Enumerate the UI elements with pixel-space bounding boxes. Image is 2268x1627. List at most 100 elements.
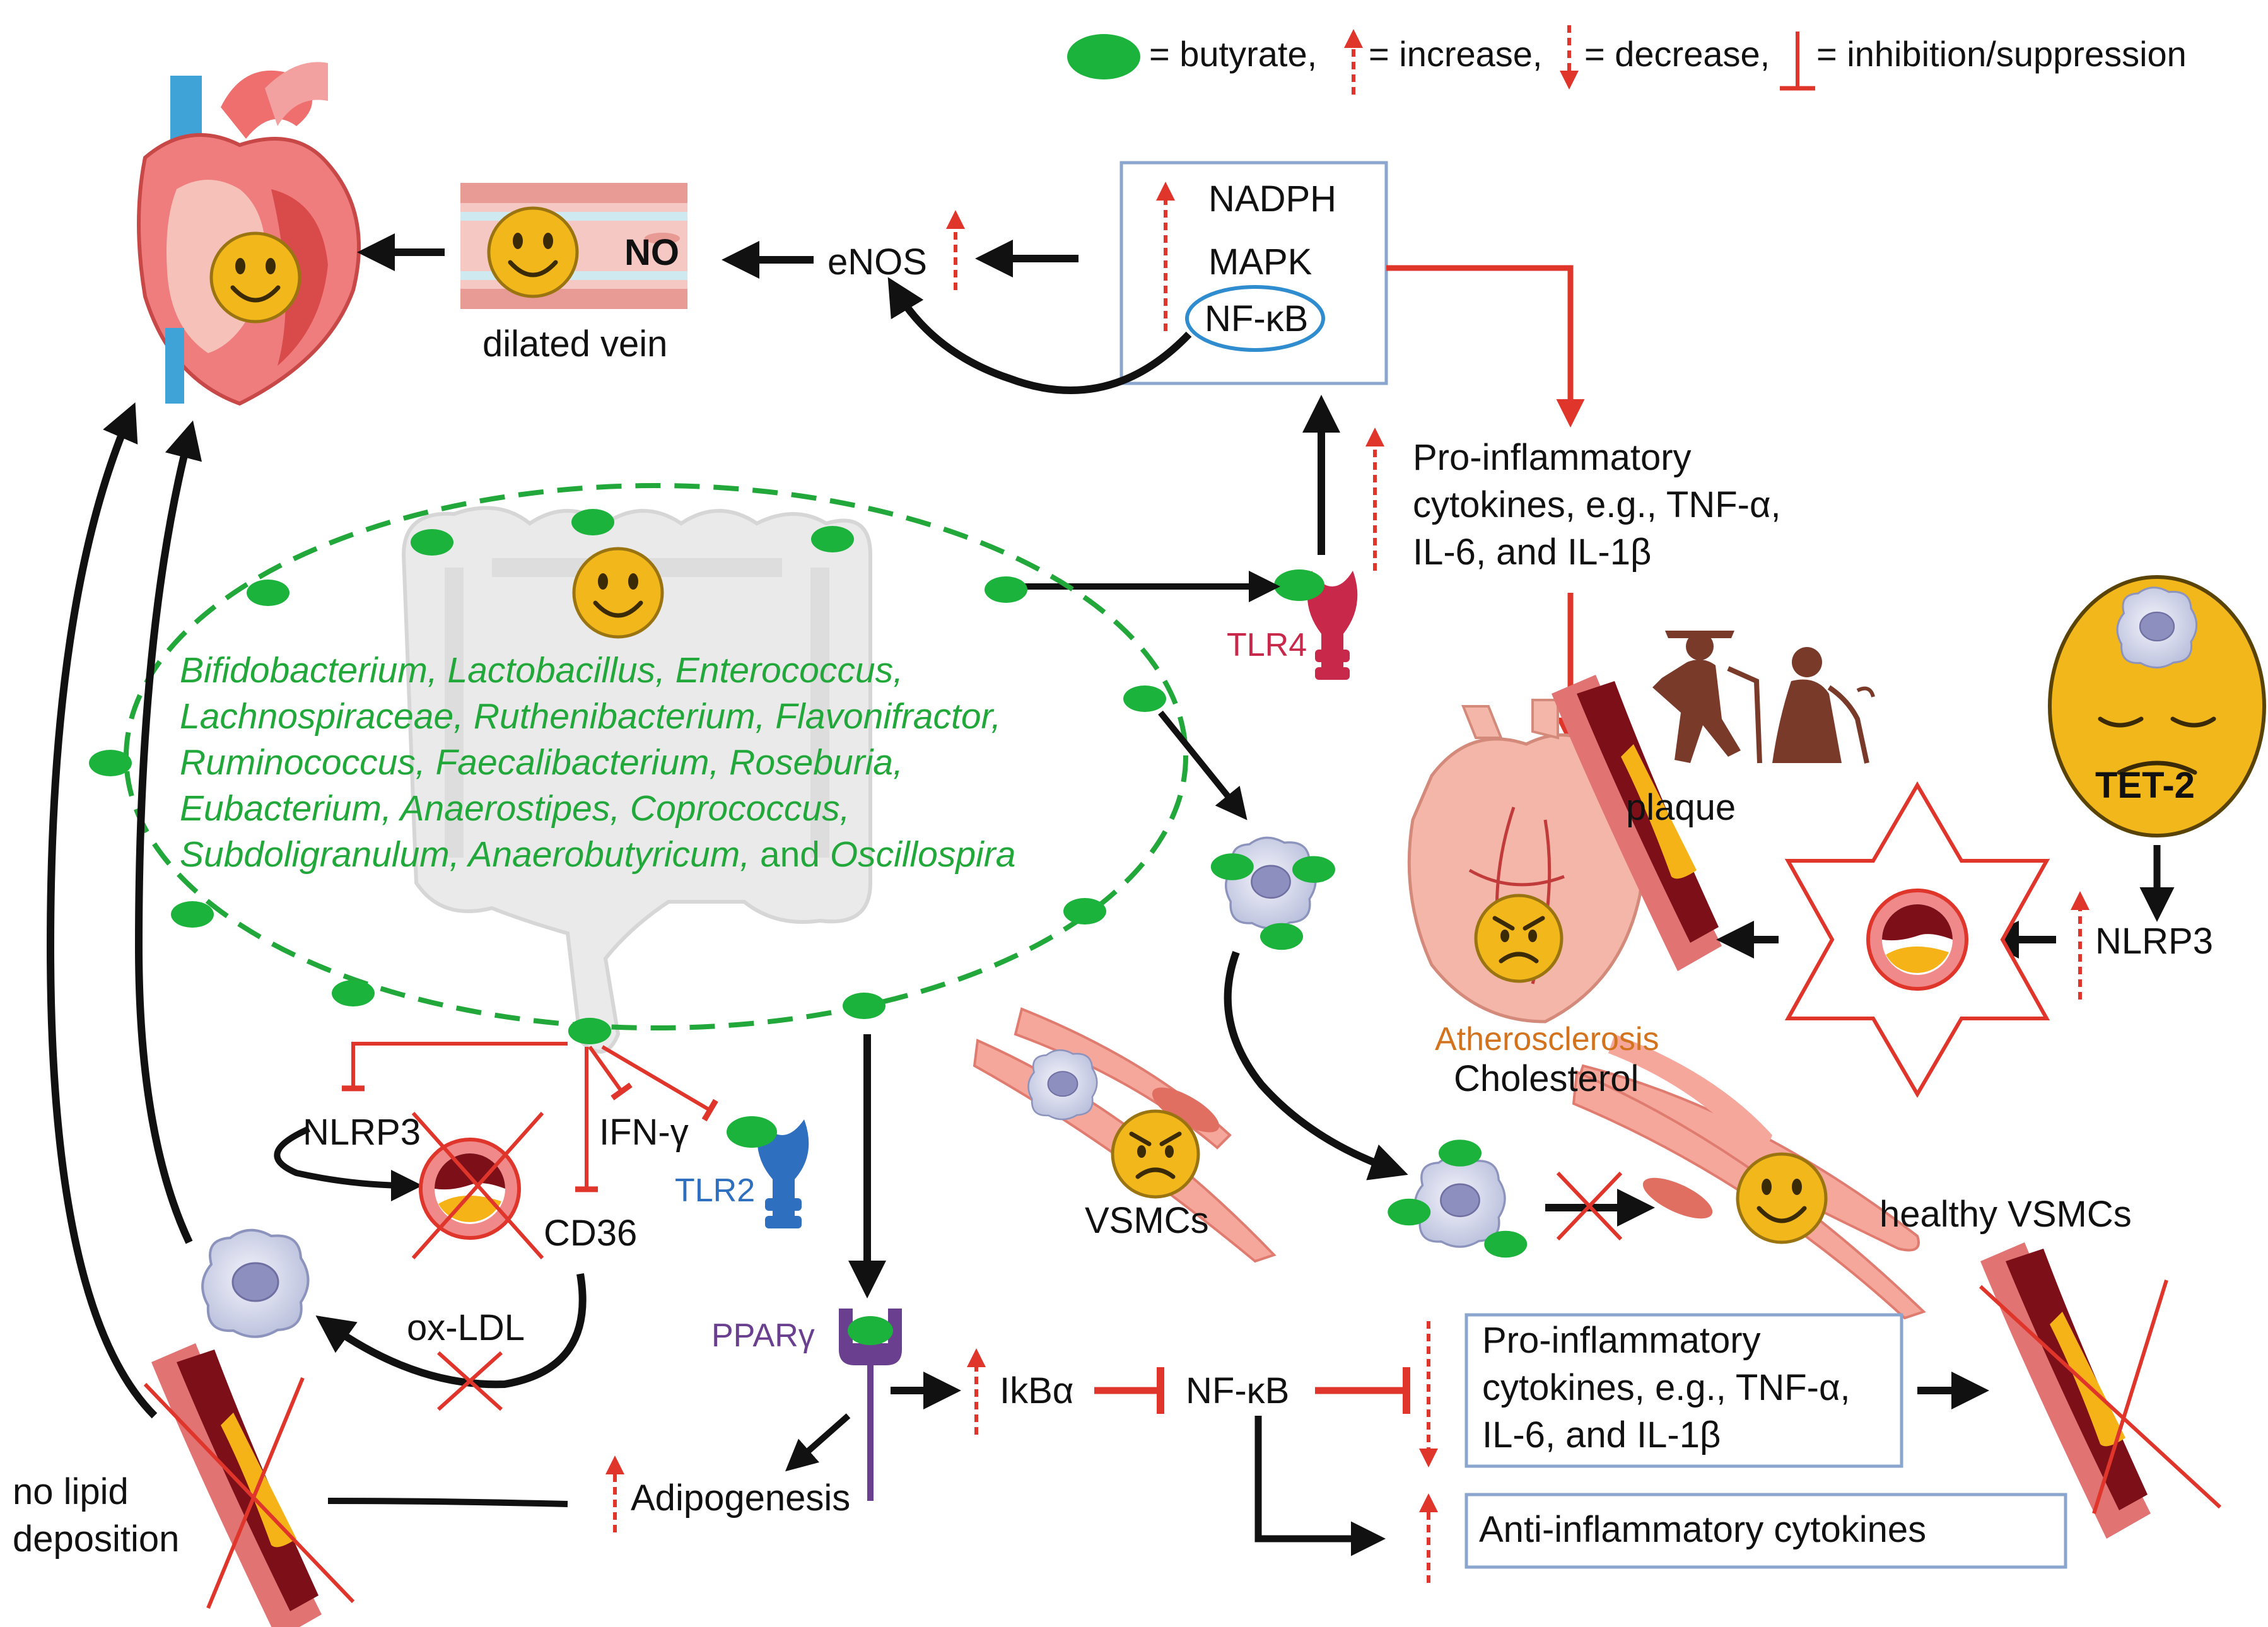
ikba-inhibits-nfkb [1094,1367,1164,1414]
pro-inflammatory-bottom-line1: Pro-inflammatory [1482,1320,1761,1361]
butyrate-dot [1123,685,1166,712]
anti-inflammatory-box [1464,1493,2067,1569]
nfkb-oval [1185,285,1325,352]
arrow-nfkb-to-enos [887,277,1192,394]
nitric-oxide-label: NO [624,232,679,273]
gut-smiley-face [574,549,662,637]
legend-increase-text: = increase, [1369,34,1543,74]
anti-inflammatory-label: Anti-inflammatory cytokines [1479,1509,1926,1550]
arrow-macrophage-to-heart [134,420,202,1244]
macrophage-with-butyrate-upper [1210,836,1335,950]
legend-decrease-text: = decrease, [1584,34,1770,74]
blocked-vessel-cross [411,1112,544,1259]
pro-inflammatory-top-line1: Pro-inflammatory [1413,437,1692,478]
bacteria-line5-and: and [750,834,830,875]
butyrate-dot [571,509,614,535]
butyrate-dot [1063,898,1106,924]
ppar-gamma-label: PPARγ [711,1317,815,1354]
artery-bottom-left-cross [143,1377,355,1609]
legend: = butyrate, = increase, = decrease, = in… [1067,25,2187,95]
signaling-box [1119,161,1388,385]
tlr4-receptor [1274,569,1358,680]
butyrate-dot [89,750,132,776]
pro-inflammatory-bottom-box [1464,1313,1903,1468]
inhibition-legend-icon [1780,32,1815,91]
inflammasome-star-vessel [1784,781,2050,1098]
heart-illustration [137,62,361,406]
macrophage-on-vsmc [1027,1049,1098,1121]
ifn-gamma-label: IFN-γ [599,1112,689,1153]
nadph-label: NADPH [1208,178,1336,219]
cholesterol-label: Cholesterol [1454,1058,1639,1099]
butyrate-dot [247,580,289,606]
butyrate-legend-icon [1067,34,1140,79]
inhibit-nlrp3-line [342,1042,568,1092]
nfkb-inhibits-cytokines [1315,1367,1410,1414]
arrow-cd36-to-macrophage [315,1273,587,1389]
butyrate-dot [985,576,1027,603]
nfkb-bottom-label: NF-κB [1186,1370,1289,1411]
inhibit-tlr2-line [601,1045,718,1122]
dilated-vein-label: dilated vein [482,324,667,364]
vsmcs-label: VSMCs [1085,1200,1209,1241]
elderly-people-icon [1652,631,1875,764]
tlr4-label: TLR4 [1227,627,1307,663]
healthy-vsmcs-label: healthy VSMCs [1879,1194,2132,1235]
artery-bottom-left [151,1343,322,1627]
no-lipid-line1: no lipid [13,1471,129,1512]
tlr2-label: TLR2 [675,1172,755,1209]
red-arrow-box-to-cytokines [1386,265,1585,428]
tet2-label: TET-2 [2095,765,2195,806]
butyrate-dot [811,526,854,552]
legend-inhibition-text: = inhibition/suppression [1816,34,2187,74]
ox-ldl-blocked-cross [436,1351,503,1411]
plaque-label: plaque [1626,787,1736,828]
atherosclerotic-heart-illustration [1407,699,1645,1023]
butyrate-branch-node [568,1018,611,1044]
blocked-cross-icon [1556,1171,1623,1241]
macrophage-with-butyrate-lower [1388,1140,1528,1258]
pro-inflammatory-top-line3: IL-6, and IL-1β [1413,532,1651,573]
bacteria-list-line4: Eubacterium, Anaerostipes, Coprococcus, [180,788,850,829]
arrow-gut-to-macrophage [1158,710,1248,820]
arrow-ppar-to-adipogenesis [785,1413,851,1472]
dilated-vein-illustration [460,183,687,309]
bacteria-list-line1: Bifidobacterium, Lactobacillus, Enteroco… [180,650,903,691]
nfkb-top-label: NF-κB [1205,298,1308,339]
vsmc-angry-face [1113,1111,1198,1197]
butyrate-on-tlr4 [1274,569,1324,601]
adipogenesis-label: Adipogenesis [631,1478,850,1519]
macrophage-left [201,1228,310,1338]
artery-bottom-right-cross [1979,1280,2222,1514]
atherosclerosis-label: Atherosclerosis [1435,1021,1659,1058]
bacteria-line5-part-c: Oscillospira [830,834,1016,875]
inhibition-lines [342,1042,718,1193]
pro-inflammatory-top-line2: cytokines, e.g., TNF-α, [1413,484,1781,525]
pro-inflammatory-bottom-line3: IL-6, and IL-1β [1482,1414,1721,1455]
bacteria-line5-part-a: Subdoligranulum, Anaerobutyricum, [180,834,750,875]
butyrate-dot [332,980,375,1006]
bacteria-list-line5: Subdoligranulum, Anaerobutyricum, and Os… [180,834,1015,875]
legend-butyrate-text: = butyrate, [1149,34,1317,74]
atherosclerosis-angry-face [1476,895,1562,981]
bacteria-list-line2: Lachnospiraceae, Ruthenibacterium, Flavo… [180,696,1001,737]
arrow-macrophage-down [1224,950,1408,1181]
ikba-label: IkBα [1000,1370,1073,1411]
inhibit-ifn-line [588,1046,633,1100]
arrow-nlrp3-to-vessel [274,1126,423,1201]
ppar-gamma-receptor [839,1309,902,1501]
butyrate-on-ppar [848,1316,893,1345]
arrow-adipogenesis-to-artery [327,1498,568,1507]
butyrate-dot [843,993,886,1019]
butyrate-on-tlr2 [727,1116,777,1148]
tlr2-receptor [727,1116,809,1228]
tet2-sad-face [2048,575,2266,837]
butyrate-dot [171,901,214,928]
nlrp3-left-label: NLRP3 [303,1112,421,1153]
arrow-nfkb-to-anti-inflammatory [1254,1416,1386,1556]
mapk-label: MAPK [1208,242,1312,283]
arrow-artery-to-heart [46,402,158,1419]
nlrp3-right-label: NLRP3 [2095,921,2213,962]
butyrate-dot [411,529,453,556]
